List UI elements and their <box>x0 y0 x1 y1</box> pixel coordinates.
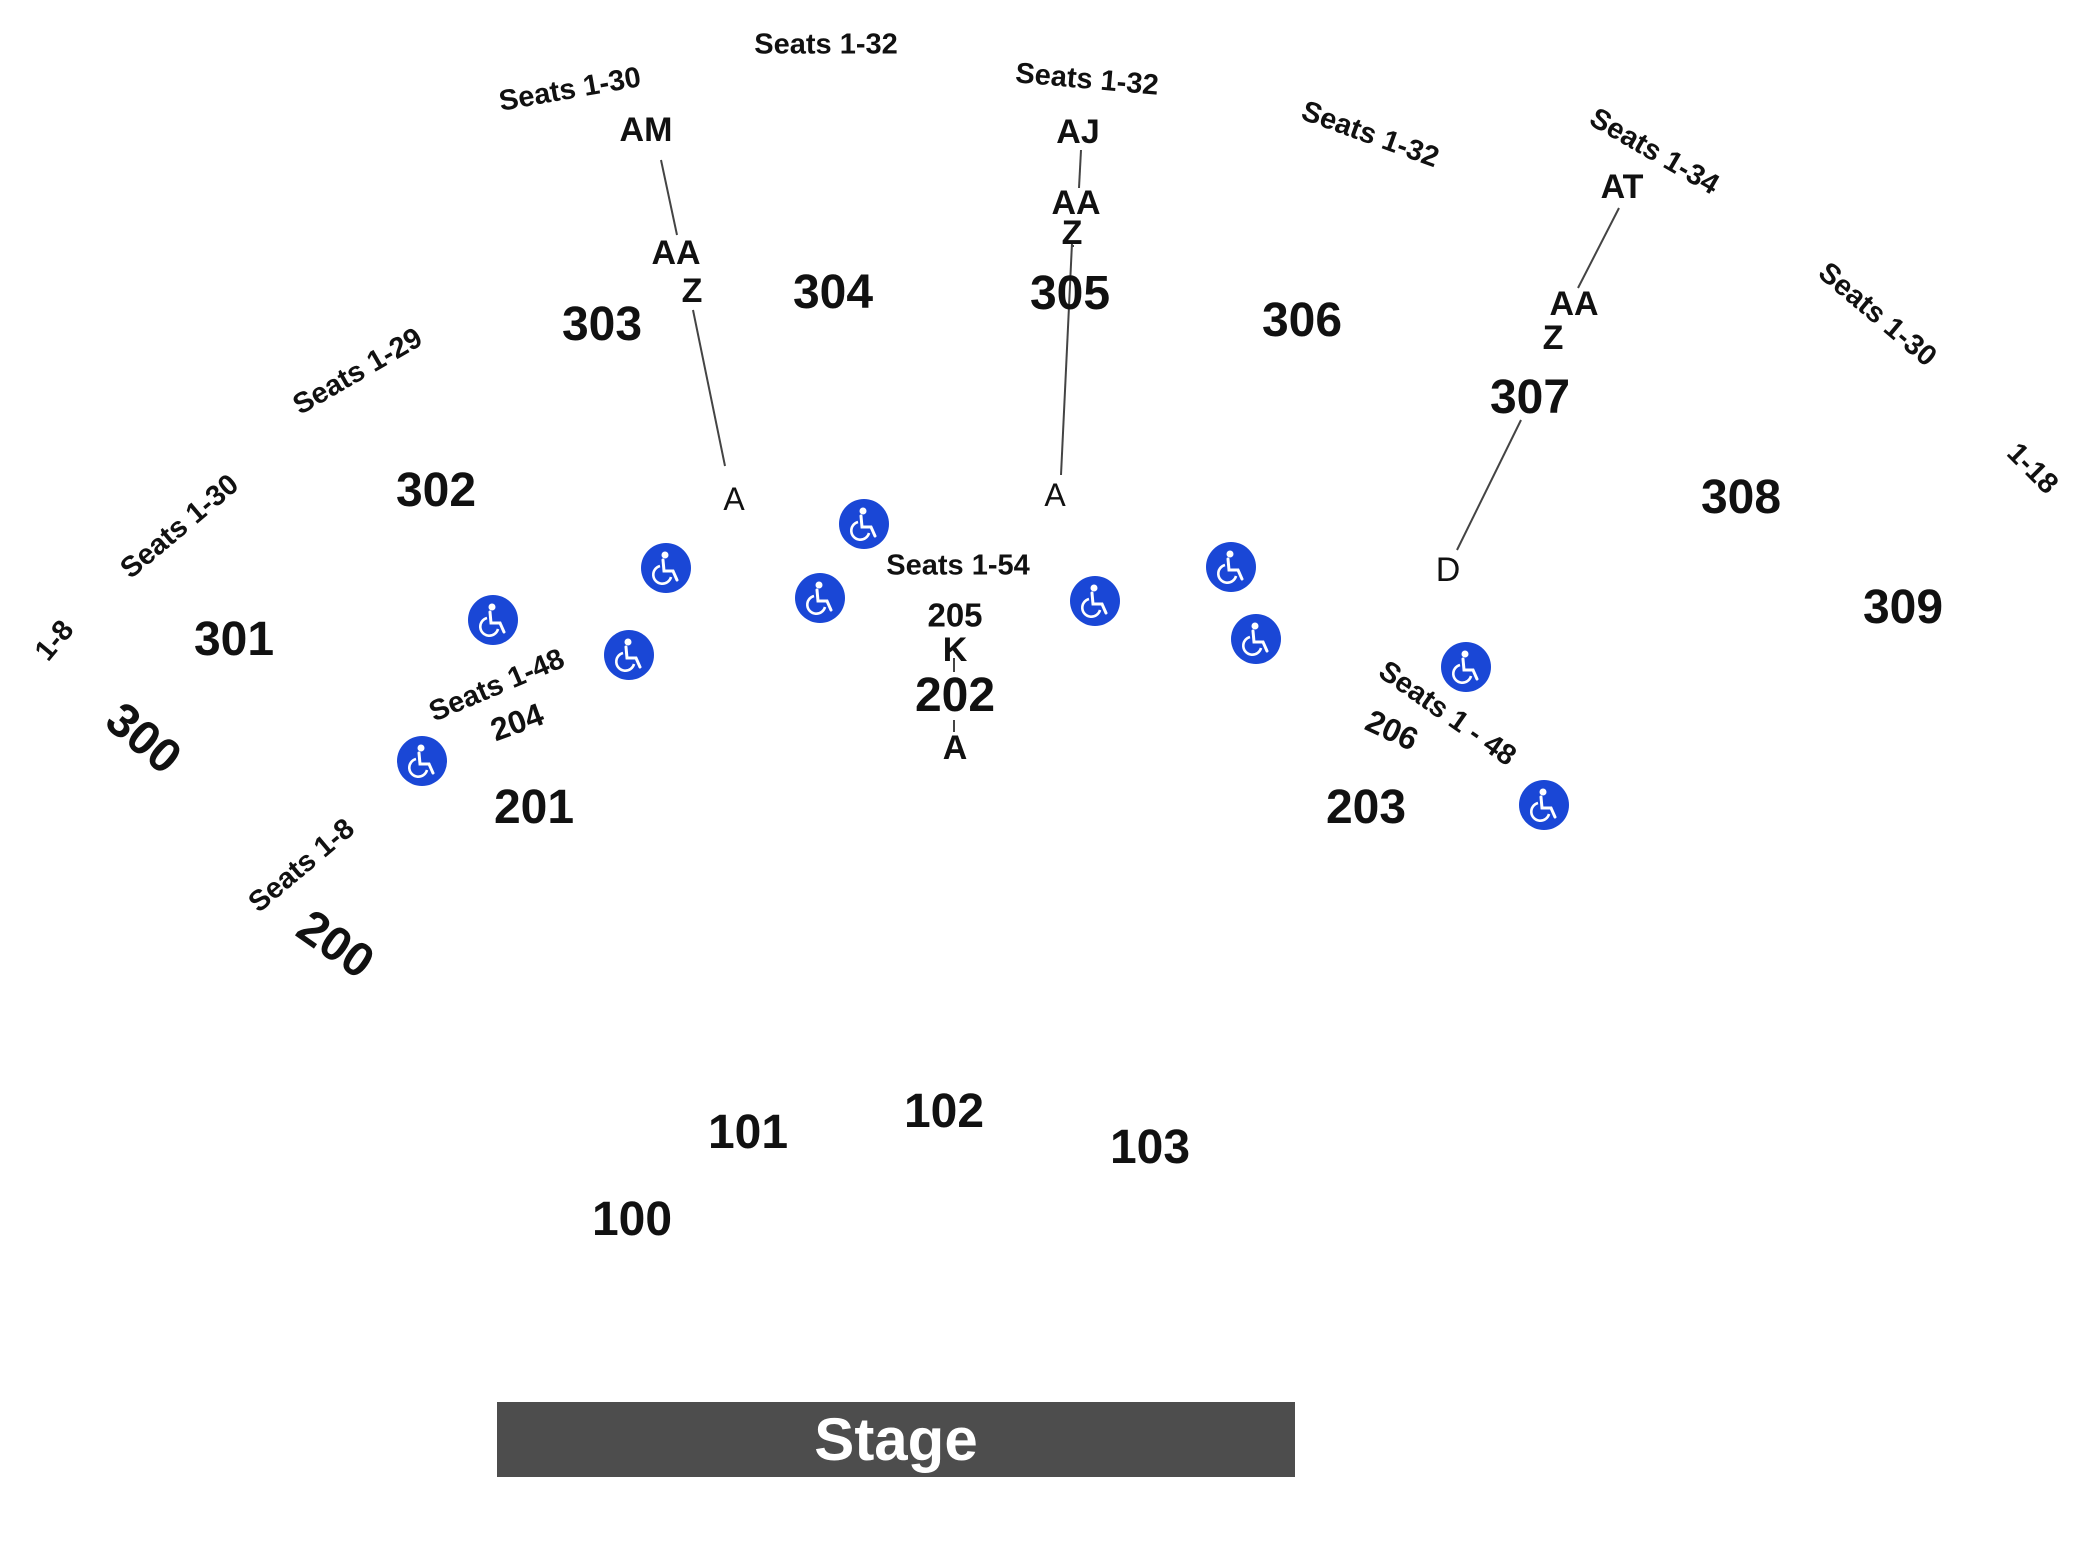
row-307-aa: AA <box>1549 285 1599 323</box>
wheelchair-icon[interactable] <box>397 736 447 786</box>
seat-range-304: Seats 1-32 <box>754 28 898 61</box>
wheelchair-icon[interactable] <box>839 499 889 549</box>
row-305-aj: AJ <box>1056 113 1100 151</box>
section-308[interactable]: 308 <box>1700 471 1782 524</box>
row-line-305-upper <box>1078 149 1082 189</box>
wheelchair-icon[interactable] <box>1231 614 1281 664</box>
section-304[interactable]: 304 <box>792 266 874 319</box>
row-305-z: Z <box>1061 214 1083 252</box>
wheelchair-icon[interactable] <box>604 630 654 680</box>
section-302[interactable]: 302 <box>395 464 477 517</box>
section-201[interactable]: 201 <box>493 781 575 834</box>
section-202[interactable]: 202 <box>914 669 996 722</box>
section-301[interactable]: 301 <box>193 613 275 666</box>
wheelchair-icon[interactable] <box>468 595 518 645</box>
section-306[interactable]: 306 <box>1261 294 1343 347</box>
row-303-am: AM <box>619 111 673 149</box>
section-203[interactable]: 203 <box>1325 781 1407 834</box>
wheelchair-icon[interactable] <box>795 573 845 623</box>
row-303-a: A <box>723 481 745 517</box>
section-103[interactable]: 103 <box>1109 1121 1191 1174</box>
wheelchair-icon[interactable] <box>1441 642 1491 692</box>
seat-range-205: Seats 1-54 <box>886 549 1030 582</box>
section-309[interactable]: 309 <box>1862 581 1944 634</box>
section-101[interactable]: 101 <box>707 1106 789 1159</box>
stage: Stage <box>497 1402 1295 1477</box>
section-100[interactable]: 100 <box>591 1193 673 1246</box>
row-line-307-upper <box>1577 207 1620 289</box>
section-307[interactable]: 307 <box>1489 371 1571 424</box>
stage-label: Stage <box>814 1406 978 1473</box>
row-307-at: AT <box>1600 168 1644 206</box>
row-305-aa: AA <box>1051 184 1101 222</box>
row-line-307-lower <box>1456 419 1522 551</box>
wheelchair-icon[interactable] <box>1070 576 1120 626</box>
section-305[interactable]: 305 <box>1029 267 1111 320</box>
row-202-k: K <box>942 631 968 669</box>
wheelchair-icon[interactable] <box>1206 542 1256 592</box>
row-202-a: A <box>942 729 968 767</box>
row-303-aa: AA <box>651 234 701 272</box>
row-307-d: D <box>1435 551 1461 589</box>
section-205[interactable]: 205 <box>927 596 983 634</box>
row-line-305-middle <box>1060 242 1073 476</box>
section-102[interactable]: 102 <box>903 1085 985 1138</box>
row-307-z: Z <box>1542 319 1564 357</box>
row-line-303-upper <box>660 159 678 236</box>
section-303[interactable]: 303 <box>561 298 643 351</box>
row-305-a: A <box>1044 477 1066 513</box>
wheelchair-icon[interactable] <box>641 543 691 593</box>
wheelchair-icon[interactable] <box>1519 780 1569 830</box>
row-303-z: Z <box>681 272 703 310</box>
row-line-303-lower <box>692 309 726 467</box>
